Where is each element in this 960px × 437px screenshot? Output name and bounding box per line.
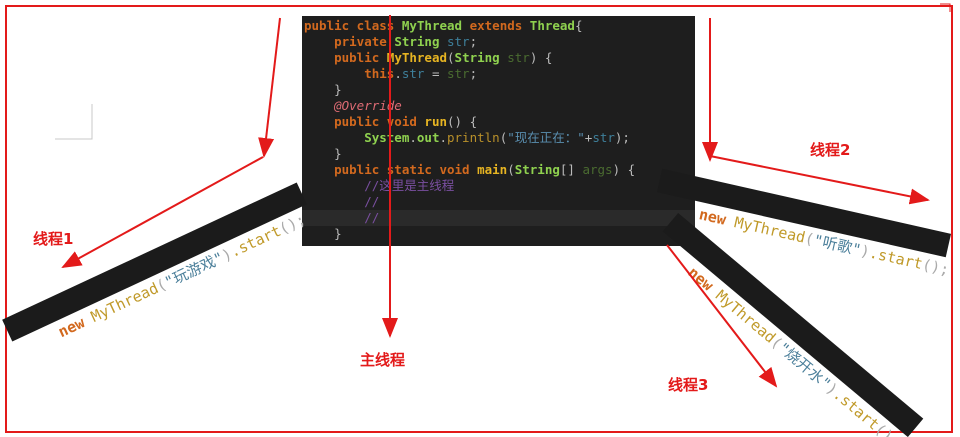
code-comment: // <box>304 194 380 209</box>
code-line: public class MyThread extends Thread{ <box>304 18 583 33</box>
diagram-border <box>5 5 953 433</box>
arrow-thread1 <box>61 156 264 268</box>
code-line: @Override <box>304 98 402 113</box>
code-line: private String str; <box>304 34 478 49</box>
code-line: this.str = str; <box>304 66 478 81</box>
code-line: } <box>304 146 342 161</box>
code-line: } <box>304 82 342 97</box>
label-thread3: 线程3 <box>668 376 709 394</box>
label-thread2: 线程2 <box>810 141 851 159</box>
arrow-thread1-down <box>258 17 281 158</box>
arrow-thread2 <box>709 155 930 205</box>
label-main-thread: 主线程 <box>360 351 406 369</box>
code-line: public void run() { <box>304 114 478 129</box>
code-line: System.out.println("现在正在："+str); <box>304 130 630 145</box>
code-panel: public class MyThread extends Thread{ pr… <box>302 16 695 246</box>
code-comment-current-line: // <box>302 210 695 226</box>
corner-mark <box>940 3 951 12</box>
code-line: } <box>304 226 342 241</box>
code-line: public MyThread(String str) { <box>304 50 553 65</box>
arrow-thread3 <box>666 244 778 388</box>
code-comment: //这里是主线程 <box>304 178 455 193</box>
page-corner-mark <box>55 104 93 140</box>
code-line: public static void main(String[] args) { <box>304 162 636 177</box>
label-thread1: 线程1 <box>33 230 74 248</box>
